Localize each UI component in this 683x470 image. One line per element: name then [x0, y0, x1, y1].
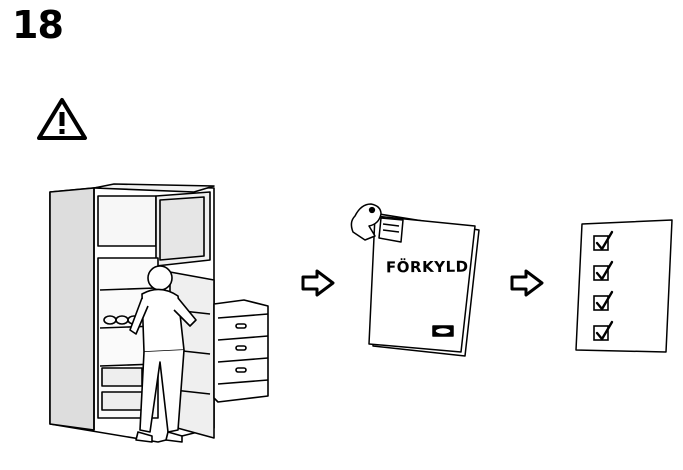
manual-booklet-illustration: [350, 203, 480, 357]
arrow-right-icon: [510, 269, 544, 297]
checklist-illustration: [575, 219, 673, 353]
step-number: 18: [12, 3, 64, 47]
arrow-right-icon: [301, 269, 335, 297]
warning-icon: [37, 98, 87, 140]
manual-title: FÖRKYLD: [385, 257, 469, 277]
fridge-illustration: [49, 183, 269, 443]
